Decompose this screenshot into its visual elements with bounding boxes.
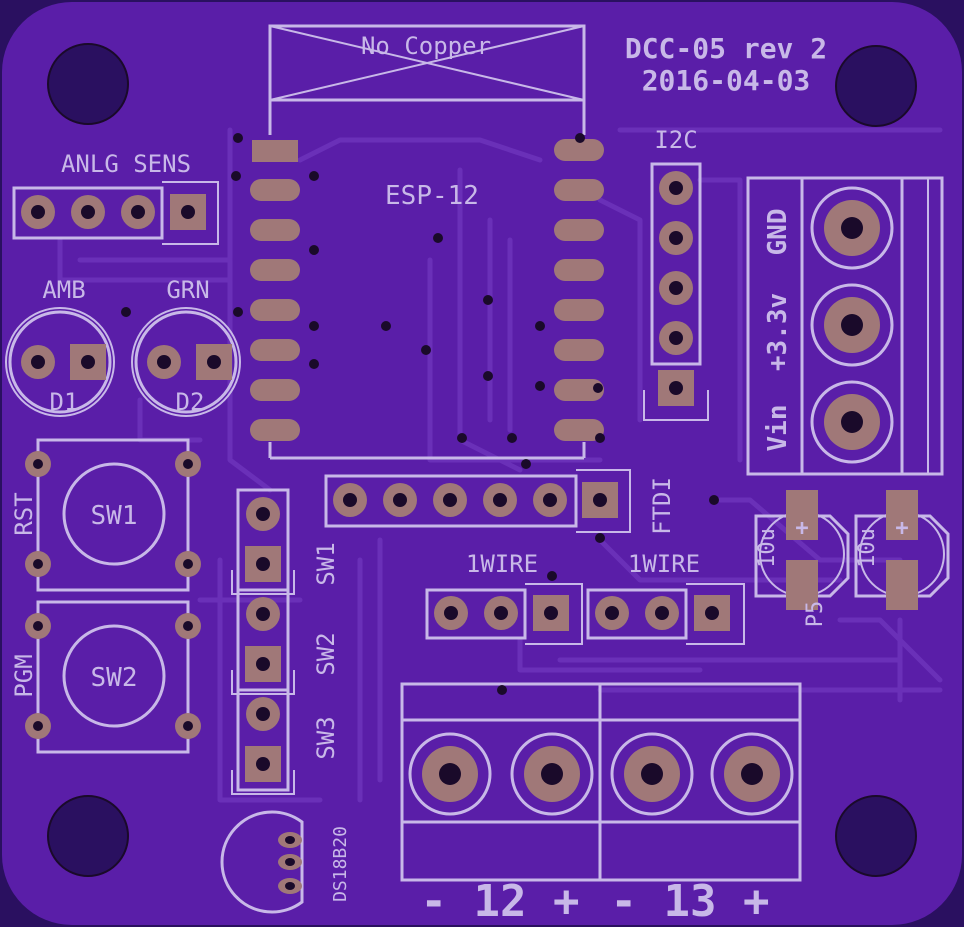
- capacitor-2: + 10u: [854, 490, 950, 610]
- cap2-plus: +: [895, 516, 908, 541]
- terminal-13-label: - 13 +: [611, 876, 770, 927]
- mounting-holes: [47, 43, 917, 877]
- onewire-a-label: 1WIRE: [466, 550, 538, 578]
- copper-traces: [57, 127, 943, 803]
- esp12-label: ESP-12: [385, 181, 479, 211]
- ftdi-header: FTDI: [324, 469, 676, 535]
- d1-label: D1: [50, 388, 79, 416]
- i2c-header: I2C: [643, 126, 709, 421]
- jumper-headers: SW1 SW2 SW3: [231, 488, 340, 795]
- led-d2: GRN D2: [131, 276, 241, 417]
- capacitor-1: + 10u P5: [754, 490, 850, 628]
- no-copper-label: No Copper: [361, 32, 491, 60]
- sw3-jumper-label: SW3: [312, 716, 340, 759]
- onewire-b-label: 1WIRE: [628, 550, 700, 578]
- onewire-header-a: 1WIRE: [425, 550, 583, 645]
- d2-label: D2: [176, 388, 205, 416]
- cap1-plus: +: [795, 516, 808, 541]
- cap1-value: 10u: [755, 528, 780, 568]
- pgm-label: PGM: [10, 654, 38, 697]
- button-sw1: SW1 RST: [10, 438, 201, 592]
- sw2-button-label: SW2: [91, 663, 138, 693]
- i2c-label: I2C: [654, 126, 697, 154]
- led-d1: AMB D1: [5, 276, 115, 417]
- sw1-jumper-label: SW1: [312, 542, 340, 585]
- anlg-sens-header: ANLG SENS: [12, 150, 219, 245]
- terminal-12-label: - 12 +: [421, 876, 580, 927]
- cap2-value: 10u: [855, 528, 880, 568]
- ds18b20-sensor: DS18B20: [220, 810, 351, 914]
- no-copper-zone: No Copper: [268, 24, 586, 102]
- sw2-jumper-label: SW2: [312, 632, 340, 675]
- sw1-button-label: SW1: [91, 501, 138, 531]
- dcc-terminal-blocks: - 12 + - 13 +: [400, 682, 802, 927]
- cap-ref: P5: [803, 601, 828, 628]
- esp12-module: ESP-12: [250, 100, 604, 460]
- v33-label: +3.3v: [763, 293, 793, 371]
- button-sw2: SW2 PGM: [10, 600, 201, 754]
- gnd-label: GND: [763, 209, 793, 256]
- anlg-sens-label: ANLG SENS: [61, 150, 191, 178]
- rst-label: RST: [10, 492, 38, 535]
- board-date: 2016-04-03: [642, 64, 811, 97]
- grn-label: GRN: [166, 276, 209, 304]
- amb-label: AMB: [42, 276, 85, 304]
- vias: [121, 133, 719, 695]
- vin-label: Vin: [763, 405, 793, 452]
- power-terminal: GND +3.3v Vin: [746, 176, 944, 476]
- onewire-header-b: 1WIRE: [586, 550, 745, 645]
- board-title: DCC-05 rev 2: [625, 32, 827, 65]
- ftdi-label: FTDI: [648, 477, 676, 535]
- ds18b20-label: DS18B20: [330, 826, 351, 902]
